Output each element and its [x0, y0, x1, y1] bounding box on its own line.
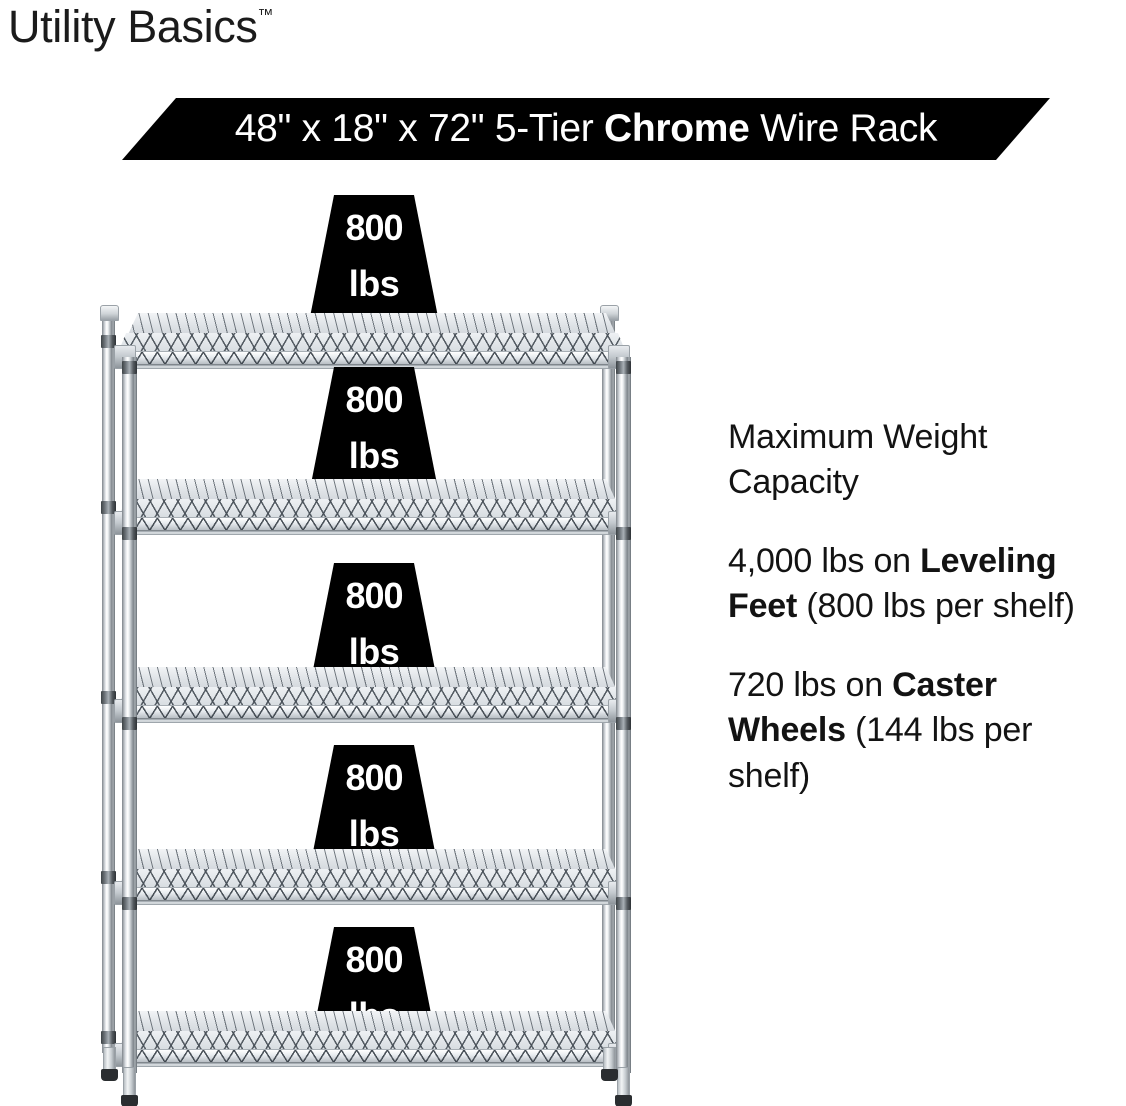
brand-name: Utility Basics	[8, 1, 258, 52]
spec-paragraph-caster-wheels: 720 lbs on Caster Wheels (144 lbs per sh…	[728, 663, 1100, 799]
banner-segment-1: 48" x 18" x 72" 5-Tier	[234, 106, 604, 150]
rear-left-collar-1	[101, 335, 116, 348]
weight-badge-shelf-2: 800 lbs	[310, 367, 438, 489]
weight-badge-unit-4: lbs	[348, 813, 400, 854]
banner-title-text: 48" x 18" x 72" 5-Tier Chrome Wire Rack	[122, 98, 1050, 160]
banner-background-shape	[122, 98, 1050, 160]
shelf-5-front-rail	[118, 1063, 626, 1067]
front-right-post	[616, 357, 631, 1073]
weight-badge-unit-3: lbs	[348, 631, 400, 672]
rear-left-collar-5	[101, 1031, 116, 1044]
rear-left-post	[102, 313, 115, 1053]
weight-badge-number-2: 800	[345, 379, 403, 420]
shelf-1	[92, 313, 652, 375]
shelf-5-deck-mesh	[118, 1031, 626, 1051]
spec-panel: Maximum Weight Capacity 4,000 lbs on Lev…	[728, 415, 1100, 799]
front-left-collar-4	[122, 897, 137, 910]
banner-segment-chrome: Chrome	[603, 106, 750, 150]
spec-paragraph-leveling-feet: 4,000 lbs on Leveling Feet (800 lbs per …	[728, 539, 1100, 629]
trademark-symbol: ™	[257, 7, 274, 24]
weight-badge-number-4: 800	[345, 757, 403, 798]
front-left-collar-1	[122, 361, 137, 374]
spec-p2-emphasis: Caster Wheels	[728, 666, 997, 750]
rear-left-post-cap	[100, 305, 119, 321]
spec-heading: Maximum Weight Capacity	[728, 418, 988, 501]
weight-badge-unit-2: lbs	[348, 435, 400, 476]
front-right-collar-3	[616, 717, 631, 730]
shelf-5	[92, 1011, 652, 1073]
shelf-4-deck-front	[118, 887, 626, 901]
weight-badge-shelf-1: 800 lbs	[310, 195, 438, 317]
title-banner: 48" x 18" x 72" 5-Tier Chrome Wire Rack	[122, 98, 1050, 160]
shelf-2	[92, 479, 652, 541]
shelf-4-front-rail	[118, 901, 626, 905]
leveling-foot-tip-front-right	[615, 1095, 632, 1106]
shelf-1-deck-front	[118, 351, 626, 365]
rear-left-collar-2	[101, 501, 116, 514]
front-right-collar-4	[616, 897, 631, 910]
weight-badge-unit-1: lbs	[348, 263, 400, 304]
leveling-foot-tip-rear-left	[101, 1069, 118, 1081]
spec-p1-emphasis: Leveling Feet	[728, 541, 1057, 625]
shelf-2-front-rail	[118, 531, 626, 535]
weight-badge-shelf-4: 800 lbs	[310, 745, 438, 867]
banner-segment-3: Wire Rack	[749, 106, 938, 150]
leveling-foot-tip-rear-right	[601, 1069, 618, 1081]
weight-badge-number-1: 800	[345, 207, 403, 248]
shelf-3-front-rail	[118, 719, 626, 723]
brand-wordmark: Utility Basics™	[8, 2, 273, 52]
spec-p1-lead: 4,000 lbs on	[728, 541, 921, 580]
shelf-4-deck-mesh	[118, 869, 626, 889]
weight-badge-shelf-3: 800 lbs	[310, 563, 438, 685]
front-left-collar-2	[122, 527, 137, 540]
shelf-3-deck-mesh	[118, 687, 626, 707]
rear-left-collar-4	[101, 871, 116, 884]
spec-p1-tail: (800 lbs per shelf)	[797, 586, 1075, 625]
weight-badge-number-5: 800	[345, 939, 403, 980]
wire-rack-illustration: 800 lbs 800 lbs 800 lb	[92, 195, 652, 1106]
rear-left-collar-3	[101, 691, 116, 704]
shelf-5-deck-front	[118, 1049, 626, 1063]
shelf-3-deck-front	[118, 705, 626, 719]
leveling-foot-tip-front-left	[121, 1095, 138, 1106]
shelf-1-deck-mesh	[118, 333, 626, 353]
shelf-2-deck-front	[118, 517, 626, 531]
front-left-collar-3	[122, 717, 137, 730]
shelf-2-deck-mesh	[118, 499, 626, 519]
front-right-collar-1	[616, 361, 631, 374]
shelf-4	[92, 849, 652, 911]
front-left-post	[122, 357, 137, 1073]
shelf-3	[92, 667, 652, 729]
spec-p2-lead: 720 lbs on	[728, 666, 893, 705]
front-right-collar-2	[616, 527, 631, 540]
weight-badge-number-3: 800	[345, 575, 403, 616]
spec-p2-tail: (144 lbs per shelf)	[728, 711, 1033, 795]
